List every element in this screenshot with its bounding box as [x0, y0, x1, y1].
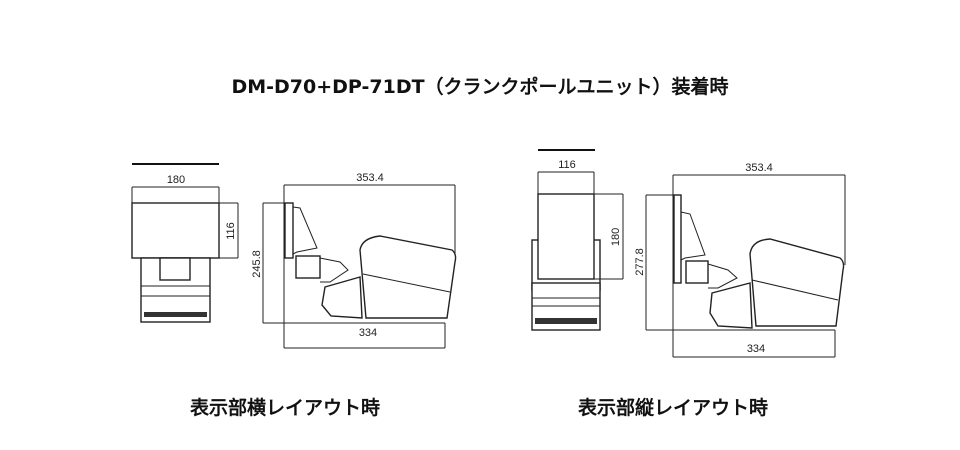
side-view: 353.4 277.8 334 [634, 162, 846, 358]
dim-side-bottom-width: 334 [747, 343, 765, 355]
dim-side-top-width: 353.4 [356, 172, 384, 184]
dim-side-top-width: 353.4 [745, 162, 773, 174]
caption-horizontal-layout: 表示部横レイアウト時 [190, 397, 381, 419]
dim-front-height: 180 [610, 228, 622, 246]
dim-front-width: 180 [167, 174, 185, 186]
front-view: 180 116 [131, 163, 239, 323]
dim-side-bottom-width: 334 [359, 327, 377, 339]
dim-front-height: 116 [225, 222, 237, 240]
dim-side-height: 277.8 [634, 248, 646, 276]
drawing-vertical-layout: 116 180 353.4 277.8 334 [531, 149, 846, 358]
dim-front-width: 116 [558, 159, 576, 171]
caption-vertical-layout: 表示部縦レイアウト時 [578, 397, 769, 419]
side-view: 353.4 245.8 334 [251, 172, 457, 349]
page-title: DM-D70+DP-71DT（クランクポールユニット）装着時 [231, 76, 729, 98]
front-view: 116 180 [531, 149, 624, 331]
drawing-horizontal-layout: 180 116 353.4 245.8 334 [131, 163, 457, 349]
dim-side-height: 245.8 [251, 250, 263, 278]
